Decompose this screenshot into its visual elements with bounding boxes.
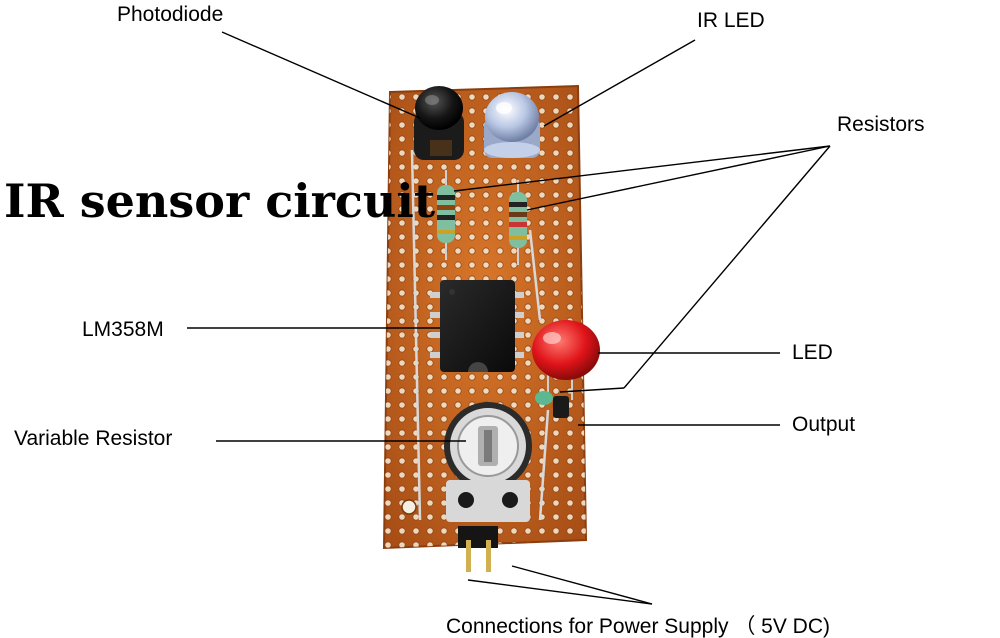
- label-lm358m: LM358M: [82, 318, 164, 341]
- resistor-1: [437, 170, 455, 260]
- leader-resistor-1: [453, 145, 831, 192]
- leader-lines: [187, 31, 831, 605]
- power-header-pins: [458, 526, 498, 572]
- photodiode-component: [414, 86, 464, 160]
- label-led: LED: [792, 341, 833, 364]
- label-variable-resistor: Variable Resistor: [14, 427, 173, 450]
- ir-led-component: [484, 92, 540, 158]
- label-resistors: Resistors: [837, 113, 925, 136]
- red-led-component: [532, 320, 600, 418]
- leader-resistor-3b: [559, 387, 625, 393]
- label-ir-led: IR LED: [697, 9, 765, 32]
- label-power-supply: Connections for Power Supply （ 5V DC): [446, 615, 830, 638]
- leader-resistor-2: [526, 145, 831, 211]
- leader-resistor-3: [623, 145, 831, 389]
- lm358m-chip: [430, 280, 524, 372]
- variable-resistor-component: [444, 402, 532, 522]
- resistor-2: [509, 180, 527, 265]
- leader-ir-led: [543, 39, 696, 127]
- leader-photodiode: [221, 31, 421, 119]
- leader-power-1: [467, 579, 653, 605]
- label-output: Output: [792, 413, 856, 436]
- label-photodiode: Photodiode: [117, 3, 224, 26]
- diagram-title: IR sensor circuit: [4, 174, 436, 228]
- leader-power-2: [511, 565, 653, 605]
